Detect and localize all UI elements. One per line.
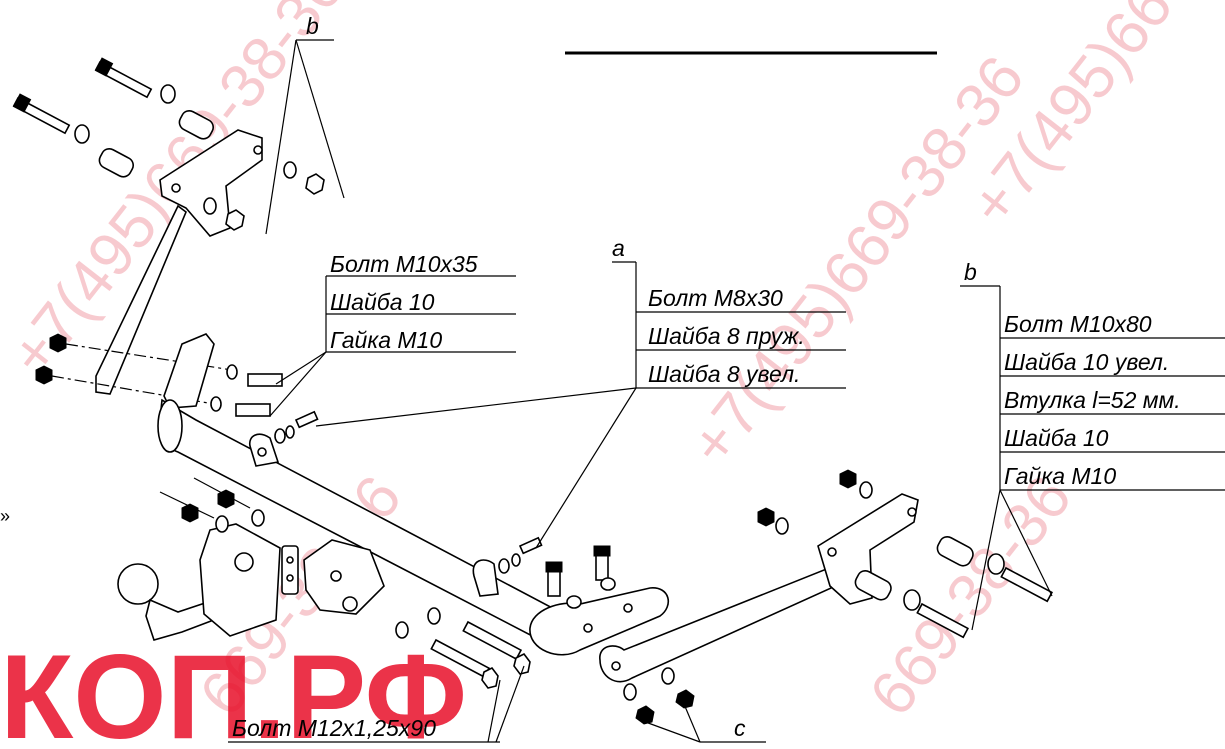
leader-lines	[265, 39, 1053, 743]
label-right-2: Шайба 10 увел.	[1004, 349, 1169, 375]
label-a-1: Болт М8х30	[648, 285, 783, 311]
left-fasteners	[35, 333, 283, 417]
label-left-2: Шайба 10	[330, 289, 435, 315]
side-mark: »	[0, 506, 10, 526]
label-c-letter: c	[734, 715, 746, 741]
watermark-brand: КОП.РФ	[0, 630, 467, 749]
label-right-1: Болт М10х80	[1004, 311, 1152, 337]
label-right-4: Шайба 10	[1004, 425, 1109, 451]
label-bottom-bolt: Болт М12х1,25х90	[232, 715, 436, 741]
label-a-2: Шайба 8 пруж.	[648, 323, 805, 349]
left-bracket-assembly	[12, 57, 325, 395]
tow-ball-assembly	[117, 477, 385, 641]
callout-rules	[228, 275, 1225, 743]
label-a-letter: a	[612, 235, 625, 261]
label-left-3: Гайка М10	[330, 327, 442, 353]
bottom-bolts	[395, 607, 531, 689]
label-right-3: Втулка l=52 мм.	[1004, 387, 1181, 413]
label-a-3: Шайба 8 увел.	[648, 361, 800, 387]
label-right-5: Гайка М10	[1004, 463, 1116, 489]
right-bracket-assembly	[599, 469, 1053, 725]
label-left-1: Болт М10х35	[330, 251, 478, 277]
label-right-b: b	[964, 259, 977, 285]
label-top-b: b	[306, 13, 319, 39]
labels: b Болт М10х35 Шайба 10 Гайка М10 a Болт …	[0, 13, 1181, 741]
center-plate	[529, 545, 670, 656]
watermark-phone-2: +7(495)669-38-36	[677, 44, 1038, 479]
